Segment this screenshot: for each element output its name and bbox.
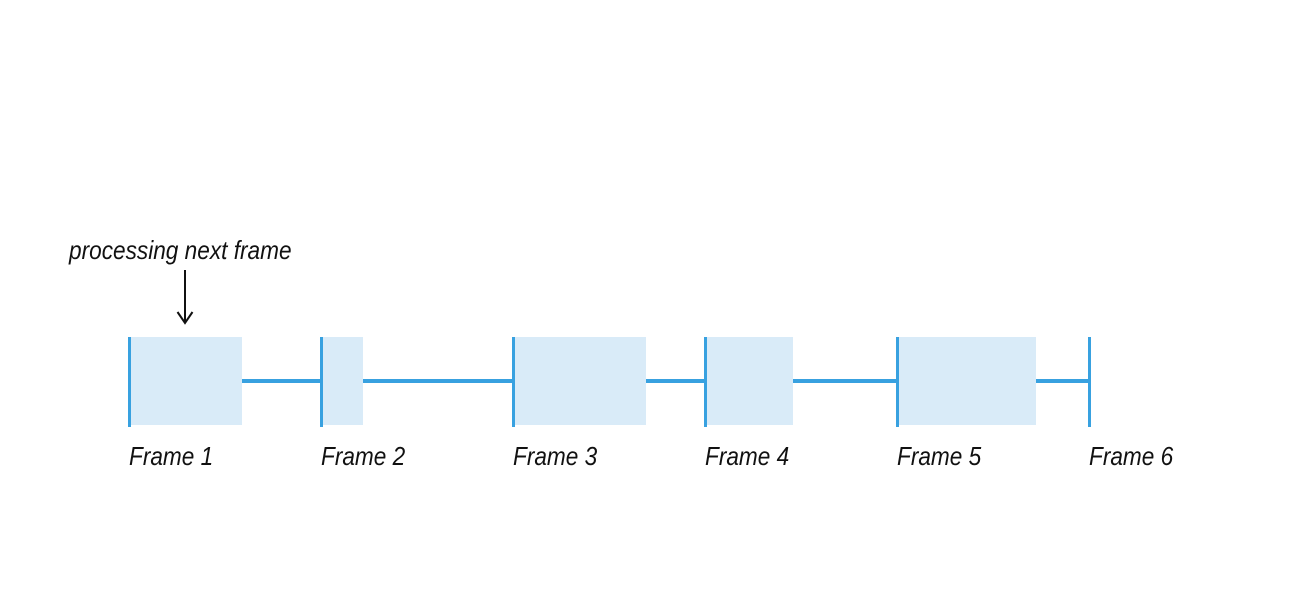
frame-tick [511,337,515,427]
frame-box [513,337,646,425]
frame-label: Frame 2 [321,441,406,471]
down-arrow-icon [176,270,194,325]
frame-label: Frame 4 [705,441,790,471]
frame-box [897,337,1036,425]
frame-box [321,337,363,425]
frame-tick [895,337,899,427]
frame-box [705,337,793,425]
frame-label: Frame 6 [1089,441,1174,471]
annotation-label: processing next frame [69,235,292,265]
frame-label: Frame 1 [129,441,214,471]
frame-label: Frame 5 [897,441,982,471]
frame-label: Frame 3 [513,441,598,471]
frame-tick [127,337,131,427]
frame-tick [703,337,707,427]
frame-box [129,337,242,425]
frame-tick [1087,337,1091,427]
frame-tick [319,337,323,427]
